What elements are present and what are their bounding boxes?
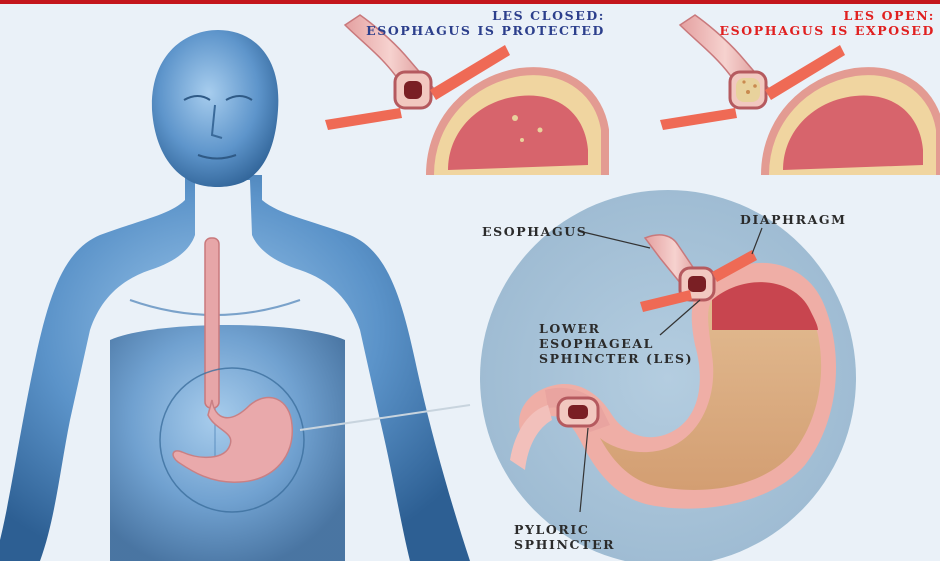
les-label-line3: SPHINCTER (LES) xyxy=(539,351,693,366)
les-open-illustration xyxy=(660,15,940,175)
pyloric-label-line1: PYLORIC xyxy=(514,522,615,537)
les-label-line2: ESOPHAGEAL xyxy=(539,336,693,351)
les-closed-title-line2: ESOPHAGUS IS PROTECTED xyxy=(340,23,605,38)
les-label-line1: LOWER xyxy=(539,321,693,336)
diaphragm-label: DIAPHRAGM xyxy=(740,212,847,227)
esophagus-label: ESOPHAGUS xyxy=(482,224,587,239)
pyloric-label-line2: SPHINCTER xyxy=(514,537,615,552)
les-open-title: LES OPEN: ESOPHAGUS IS EXPOSED xyxy=(680,8,935,38)
zoomed-stomach-view xyxy=(480,190,856,561)
les-closed-title: LES CLOSED: ESOPHAGUS IS PROTECTED xyxy=(340,8,605,38)
les-open-title-line1: LES OPEN: xyxy=(680,8,935,23)
les-closed-illustration xyxy=(325,15,605,175)
les-closed-title-line1: LES CLOSED: xyxy=(340,8,605,23)
les-open-title-line2: ESOPHAGUS IS EXPOSED xyxy=(680,23,935,38)
pyloric-sphincter-label: PYLORIC SPHINCTER xyxy=(514,522,615,552)
les-label: LOWER ESOPHAGEAL SPHINCTER (LES) xyxy=(539,321,693,366)
